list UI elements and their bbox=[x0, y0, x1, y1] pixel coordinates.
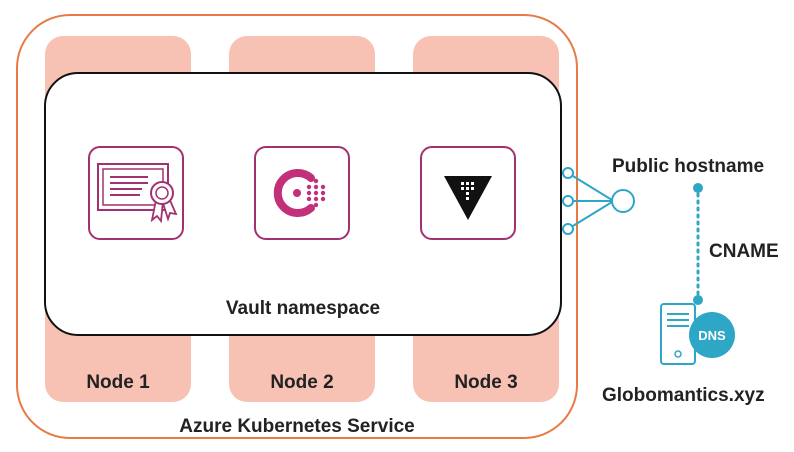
dns-badge: DNS bbox=[698, 328, 726, 343]
node-label: Node 3 bbox=[454, 372, 518, 393]
load-balancer-icon bbox=[562, 167, 635, 235]
consul-icon bbox=[254, 146, 350, 240]
cname-link bbox=[693, 183, 703, 305]
cluster-label: Azure Kubernetes Service bbox=[179, 416, 415, 437]
cname-label: CNAME bbox=[709, 241, 779, 262]
node-label: Node 1 bbox=[86, 372, 150, 393]
vault-icon bbox=[420, 146, 516, 240]
node-label: Node 2 bbox=[270, 372, 334, 393]
certificate-icon bbox=[88, 146, 184, 240]
dns-server-icon bbox=[660, 303, 735, 365]
dns-domain-label: Globomantics.xyz bbox=[602, 385, 765, 406]
public-hostname-label: Public hostname bbox=[612, 156, 765, 177]
namespace-label: Vault namespace bbox=[225, 298, 381, 319]
aks-cluster bbox=[16, 14, 578, 439]
